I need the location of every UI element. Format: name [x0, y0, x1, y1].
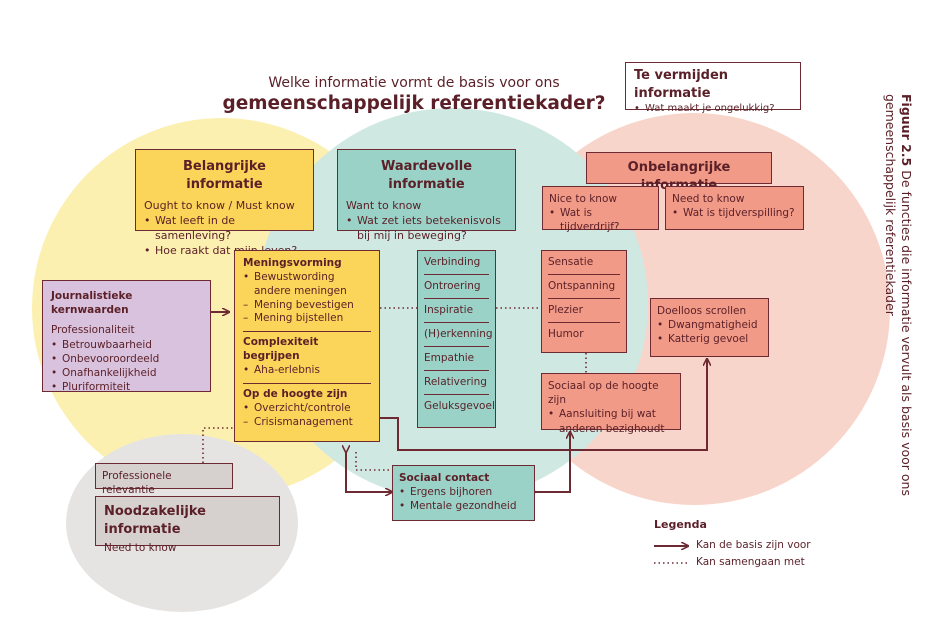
- core-value-item: Betrouwbaarheid: [51, 338, 202, 352]
- fun-item: Sensatie: [548, 256, 594, 268]
- social-contact-heading: Sociaal contact: [399, 472, 490, 484]
- emotion-item: Empathie: [424, 352, 475, 364]
- opinion-divider: [243, 331, 371, 333]
- fun-item: Ontspanning: [548, 280, 616, 292]
- valuable-sub: Want to know: [346, 199, 422, 213]
- opinion-item: Bewustwording andere meningen: [243, 271, 371, 299]
- necessary-heading: Noodzakelijke informatie: [104, 504, 206, 537]
- prof-relevance-label: Professionele relevantie: [102, 470, 172, 497]
- emotions-box: Verbinding Ontroering Inspiratie (H)erke…: [417, 250, 496, 428]
- emotion-item: Relativering: [424, 376, 487, 388]
- emotion-item: (H)erkenning: [424, 328, 493, 340]
- social-contact-item: Ergens bijhoren: [399, 485, 528, 499]
- emotion-item: Ontroering: [424, 280, 481, 292]
- aware-heading: Op de hoogte zijn: [243, 387, 348, 400]
- unimportant-box: Onbelangrijke informatie: [586, 152, 772, 193]
- fun-item: Humor: [548, 328, 584, 340]
- title-line1: Welke informatie vormt de basis voor ons: [268, 75, 560, 91]
- emotion-divider: [424, 274, 489, 275]
- emotion-divider: [424, 322, 489, 323]
- social-aware-item: Aansluiting bij wat anderen bezighoudt: [548, 407, 674, 435]
- emotion-divider: [424, 394, 489, 395]
- social-contact-box: Sociaal contact Ergens bijhoren Mentale …: [392, 465, 535, 521]
- nice-item: Wat is tijdverdrijf?: [549, 206, 652, 234]
- opinion-dash-item: Mening bijstellen: [243, 312, 371, 326]
- core-values-heading: Journalistieke kernwaarden: [51, 290, 133, 317]
- legend-arrow-label: Kan de basis zijn voor: [696, 539, 811, 551]
- opinion-divider: [243, 382, 371, 384]
- figure-caption: Figuur 2.5 De functies die informatie ve…: [882, 94, 914, 496]
- emotion-item: Geluksgevoel: [424, 400, 495, 412]
- need-item: Wat is tijdverspilling?: [672, 206, 797, 220]
- emotion-divider: [424, 298, 489, 299]
- caption-line1: De functies die informatie vervult als b…: [899, 170, 914, 496]
- core-value-item: Onbevooroordeeld: [51, 352, 202, 366]
- prof-relevance-box: Professionele relevantie: [95, 463, 233, 496]
- fun-box: Sensatie Ontspanning Plezier Humor: [541, 250, 627, 353]
- emotion-divider: [424, 370, 489, 371]
- important-heading: Belangrijke informatie: [183, 159, 266, 192]
- core-value-item: Pluriformiteit: [51, 380, 202, 394]
- scroll-item: Dwangmatigheid: [657, 318, 762, 332]
- valuable-box: Waardevolle informatie Want to know Wat …: [337, 149, 516, 242]
- nice-sub: Nice to know: [549, 193, 617, 205]
- avoid-item: Wat maakt je ongelukkig?: [634, 102, 792, 116]
- need-to-know-box: Need to know Wat is tijdverspilling?: [665, 186, 804, 230]
- scroll-box: Doelloos scrollen Dwangmatigheid Katteri…: [650, 298, 769, 357]
- complex-heading: Complexiteit begrijpen: [243, 336, 319, 363]
- core-values-sub: Professionaliteit: [51, 324, 135, 337]
- social-aware-box: Sociaal op de hoogte zijn Aansluiting bi…: [541, 373, 681, 435]
- social-contact-item: Mentale gezondheid: [399, 499, 528, 513]
- important-box: Belangrijke informatie Ought to know / M…: [135, 149, 314, 258]
- core-value-item: Onafhankelijkheid: [51, 366, 202, 380]
- caption-figure-label: Figuur 2.5: [899, 94, 914, 167]
- complex-item: Aha-erlebnis: [243, 364, 371, 378]
- necessary-sub: Need to know: [104, 542, 177, 555]
- opinion-dash-item: Mening bevestigen: [243, 299, 371, 313]
- avoid-heading: Te vermijden informatie: [634, 68, 729, 101]
- necessary-box: Noodzakelijke informatie Need to know: [95, 496, 280, 554]
- scroll-item: Katterig gevoel: [657, 332, 762, 346]
- legend-dotted-label: Kan samengaan met: [696, 556, 805, 568]
- valuable-item: Wat zet iets betekenisvols bij mij in be…: [346, 214, 507, 244]
- scroll-heading: Doelloos scrollen: [657, 305, 747, 317]
- caption-line2: gemeenschappelijk referentiekader: [883, 94, 898, 316]
- fun-divider: [548, 322, 620, 323]
- title-line2: gemeenschappelijk referentiekader?: [222, 93, 606, 114]
- important-item: Wat leeft in de samenleving?: [144, 214, 305, 244]
- aware-item: Overzicht/controle: [243, 402, 371, 416]
- need-sub: Need to know: [672, 193, 745, 205]
- avoid-box: Te vermijden informatie Wat maakt je ong…: [625, 62, 801, 115]
- fun-divider: [548, 274, 620, 275]
- emotion-item: Inspiratie: [424, 304, 474, 316]
- nice-to-know-box: Nice to know Wat is tijdverdrijf?: [542, 186, 659, 233]
- fun-divider: [548, 298, 620, 299]
- important-sub: Ought to know / Must know: [144, 199, 295, 213]
- opinion-box: Meningsvorming Bewustwording andere meni…: [234, 250, 380, 442]
- opinion-heading: Meningsvorming: [243, 257, 342, 269]
- social-aware-heading: Sociaal op de hoogte zijn: [548, 380, 659, 407]
- emotion-divider: [424, 346, 489, 347]
- core-values-box: Journalistieke kernwaarden Professionali…: [42, 280, 211, 394]
- aware-dash-item: Crisismanagement: [243, 416, 371, 430]
- emotion-item: Verbinding: [424, 256, 481, 268]
- legend-title: Legenda: [654, 518, 707, 531]
- valuable-heading: Waardevolle informatie: [380, 159, 473, 192]
- fun-item: Plezier: [548, 304, 583, 316]
